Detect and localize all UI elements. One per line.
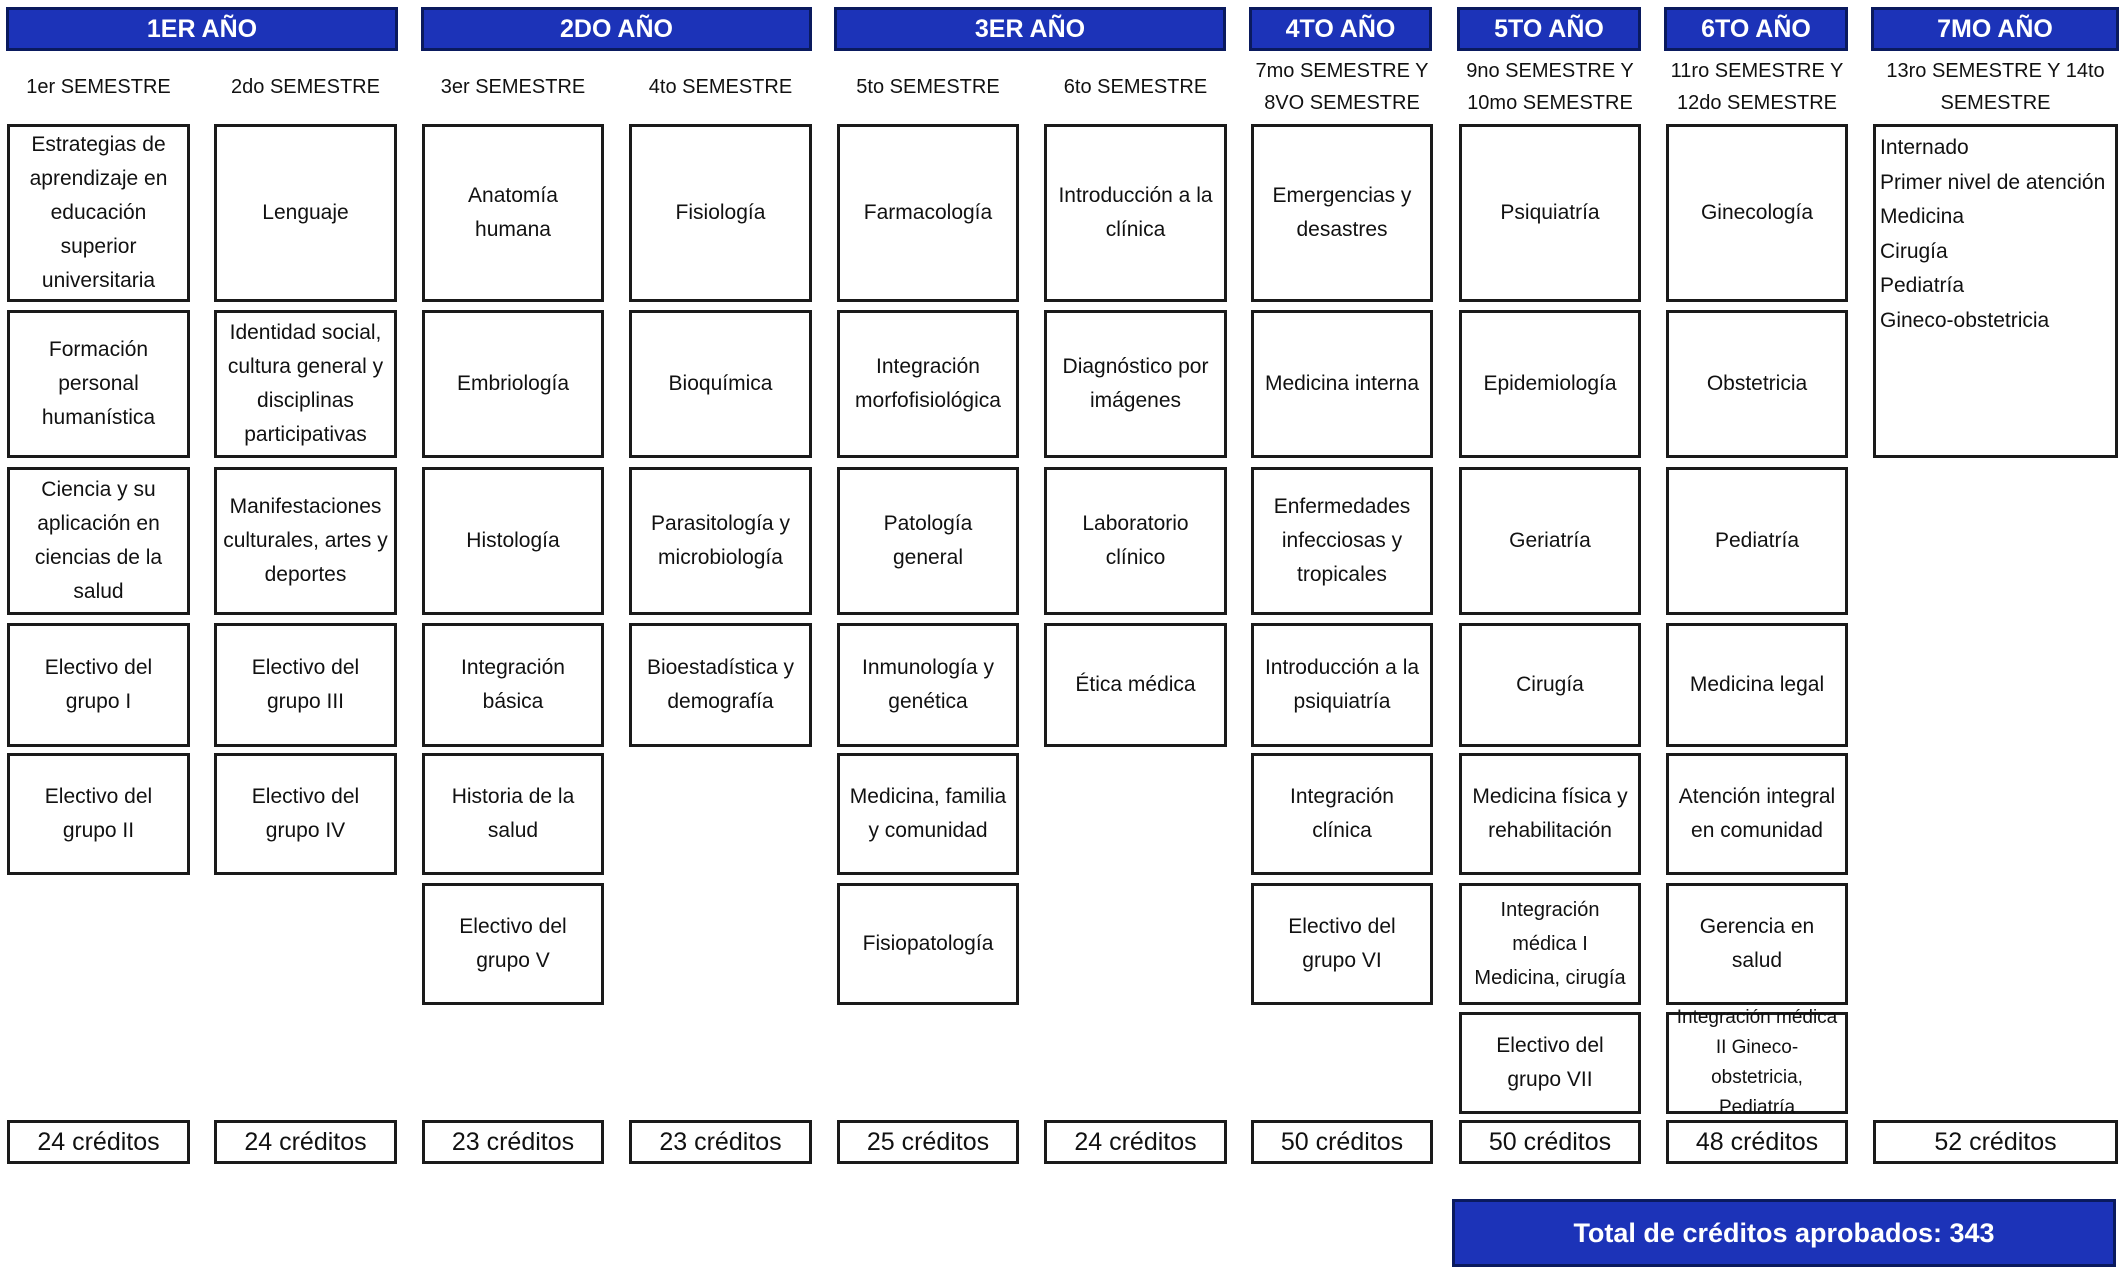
course-box: Medicina legal (1666, 623, 1848, 747)
course-box: Epidemiología (1459, 310, 1641, 458)
course-box: Obstetricia (1666, 310, 1848, 458)
course-box: Embriología (422, 310, 604, 458)
course-box: Patología general (837, 467, 1019, 615)
course-box: Estrategias de aprendizaje en educación … (7, 124, 190, 302)
course-box: Inmunología y genética (837, 623, 1019, 747)
course-box: Fisiopatología (837, 883, 1019, 1005)
course-box: Introducción a la psiquiatría (1251, 623, 1433, 747)
credits-box: 23 créditos (629, 1120, 812, 1164)
course-box: Identidad social, cultura general y disc… (214, 310, 397, 458)
year-header-y2: 2DO AÑO (421, 7, 812, 51)
semester-label: 13ro SEMESTRE Y 14to SEMESTRE (1886, 60, 2105, 114)
course-box: Bioquímica (629, 310, 812, 458)
course-box: Electivo del grupo III (214, 623, 397, 747)
course-box: Electivo del grupo VII (1459, 1012, 1641, 1114)
course-box: Integración básica (422, 623, 604, 747)
course-box: Atención integral en comunidad (1666, 753, 1848, 875)
semester-label: 3er SEMESTRE (440, 76, 586, 98)
semester-label: 2do SEMESTRE (231, 76, 380, 98)
credits-box: 50 créditos (1251, 1120, 1433, 1164)
year-header-y4: 4TO AÑO (1249, 7, 1432, 51)
course-box: Electivo del grupo I (7, 623, 190, 747)
course-box: Integración clínica (1251, 753, 1433, 875)
course-box: Ciencia y su aplicación en ciencias de l… (7, 467, 190, 615)
semester-label: 9no SEMESTRE Y 10mo SEMESTRE (1466, 60, 1634, 114)
course-box: Gerencia en salud (1666, 883, 1848, 1005)
course-box: Laboratorio clínico (1044, 467, 1227, 615)
total-credits-banner: Total de créditos aprobados: 343 (1452, 1199, 2116, 1267)
course-box: Parasitología y microbiología (629, 467, 812, 615)
course-box: Farmacología (837, 124, 1019, 302)
year-header-y6: 6TO AÑO (1664, 7, 1848, 51)
internship-item: Internado (1880, 136, 1969, 159)
course-box: Historia de la salud (422, 753, 604, 875)
course-box: Psiquiatría (1459, 124, 1641, 302)
course-box: Formación personal humanística (7, 310, 190, 458)
year-header-y5: 5TO AÑO (1457, 7, 1641, 51)
course-box: Histología (422, 467, 604, 615)
course-box: Enfermedades infecciosas y tropicales (1251, 467, 1433, 615)
course-box: Ginecología (1666, 124, 1848, 302)
course-box: Lenguaje (214, 124, 397, 302)
course-box: Medicina física y rehabilitación (1459, 753, 1641, 875)
course-box: Electivo del grupo IV (214, 753, 397, 875)
internship-item: Cirugía (1880, 239, 1948, 263)
year-header-y7: 7MO AÑO (1871, 7, 2119, 51)
course-box: Electivo del grupo II (7, 753, 190, 875)
semester-label: 6to SEMESTRE (1063, 76, 1208, 98)
credits-box: 23 créditos (422, 1120, 604, 1164)
internship-item: Pediatría (1880, 274, 1965, 297)
course-box: Diagnóstico por imágenes (1044, 310, 1227, 458)
year-header-y3: 3ER AÑO (834, 7, 1226, 51)
course-box: Cirugía (1459, 623, 1641, 747)
course-box: Emergencias y desastres (1251, 124, 1433, 302)
semester-label: 1er SEMESTRE (26, 76, 171, 98)
course-box: Electivo del grupo VI (1251, 883, 1433, 1005)
credits-box: 52 créditos (1873, 1120, 2118, 1164)
semester-label: 7mo SEMESTRE Y 8VO SEMESTRE (1255, 60, 1429, 114)
course-box: Geriatría (1459, 467, 1641, 615)
internship-item: Gineco-obstetricia (1880, 308, 2050, 332)
year-header-y1: 1ER AÑO (6, 7, 398, 51)
course-box: Integración médica II Gineco-obstetricia… (1666, 1007, 1848, 1118)
credits-box: 48 créditos (1666, 1120, 1848, 1164)
credits-box: 50 créditos (1459, 1120, 1641, 1164)
credits-box: 24 créditos (1044, 1120, 1227, 1164)
credits-box: 24 créditos (214, 1120, 397, 1164)
course-box: Pediatría (1666, 467, 1848, 615)
course-box: Ética médica (1044, 623, 1227, 747)
internship-item: Medicina (1880, 205, 1965, 228)
course-box: Manifestaciones culturales, artes y depo… (214, 467, 397, 615)
course-box: Integración médica I Medicina, cirugía (1459, 883, 1641, 1005)
course-box: Medicina, familia y comunidad (837, 753, 1019, 875)
semester-label: 5to SEMESTRE (856, 76, 1000, 98)
course-box: Bioestadística y demografía (629, 623, 812, 747)
course-box: Fisiología (629, 124, 812, 302)
internship-item: Primer nivel de atención (1880, 170, 2106, 194)
semester-label: 4to SEMESTRE (648, 76, 793, 98)
credits-box: 25 créditos (837, 1120, 1019, 1164)
course-box: Medicina interna (1251, 310, 1433, 458)
course-box: Integración morfofisiológica (837, 310, 1019, 458)
course-box: Anatomía humana (422, 124, 604, 302)
semester-label: 11ro SEMESTRE Y 12do SEMESTRE (1670, 60, 1844, 114)
course-box: Introducción a la clínica (1044, 124, 1227, 302)
course-box: Electivo del grupo V (422, 883, 604, 1005)
credits-box: 24 créditos (7, 1120, 190, 1164)
